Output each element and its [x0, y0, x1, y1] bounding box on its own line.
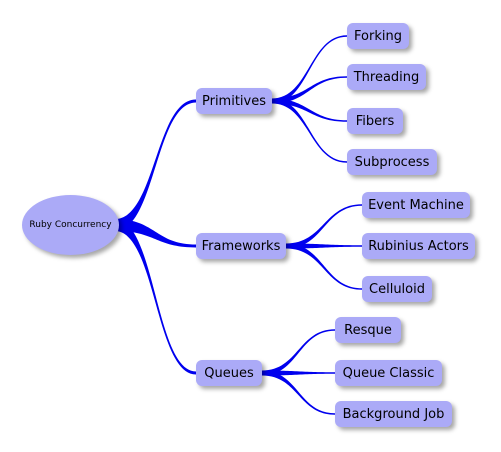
root-node[interactable]: Ruby Concurrency — [22, 195, 119, 255]
edge-branch-node-primitives-leaf-node-fibers — [272, 98, 347, 122]
edge-branch-node-frameworks-leaf-node-celluloid — [286, 243, 362, 290]
edge-branch-node-queues-leaf-node-resque — [262, 329, 335, 376]
edge-branch-node-frameworks-leaf-node-event-machine — [286, 204, 362, 249]
edge-root-branch-node-primitives — [115, 99, 196, 231]
leaf-node-forking[interactable]: Forking — [347, 23, 409, 49]
edge-branch-node-primitives-leaf-node-forking — [272, 35, 347, 104]
leaf-node-fibers[interactable]: Fibers — [347, 108, 403, 134]
branch-node-frameworks[interactable]: Frameworks — [196, 233, 286, 259]
leaf-node-event-machine[interactable]: Event Machine — [362, 192, 470, 218]
edge-root-branch-node-frameworks — [115, 219, 196, 248]
leaf-node-background-job[interactable]: Background Job — [335, 401, 452, 427]
edge-branch-node-queues-leaf-node-background-job — [262, 370, 335, 415]
edge-branch-node-primitives-leaf-node-subprocess — [272, 98, 347, 163]
branch-node-primitives[interactable]: Primitives — [196, 88, 272, 114]
leaf-node-resque[interactable]: Resque — [335, 317, 401, 343]
leaf-node-rubinius-actors[interactable]: Rubinius Actors — [362, 233, 475, 259]
leaf-node-celluloid[interactable]: Celluloid — [362, 276, 432, 302]
leaf-node-threading[interactable]: Threading — [347, 64, 426, 90]
branch-node-queues[interactable]: Queues — [196, 360, 262, 386]
edge-root-branch-node-queues — [115, 219, 196, 375]
leaf-node-queue-classic[interactable]: Queue Classic — [335, 360, 442, 386]
edge-branch-node-queues-leaf-node-queue-classic — [262, 370, 335, 376]
edge-branch-node-primitives-leaf-node-threading — [272, 76, 347, 104]
edge-branch-node-frameworks-leaf-node-rubinius-actors — [286, 243, 362, 249]
leaf-node-subprocess[interactable]: Subprocess — [347, 149, 437, 175]
